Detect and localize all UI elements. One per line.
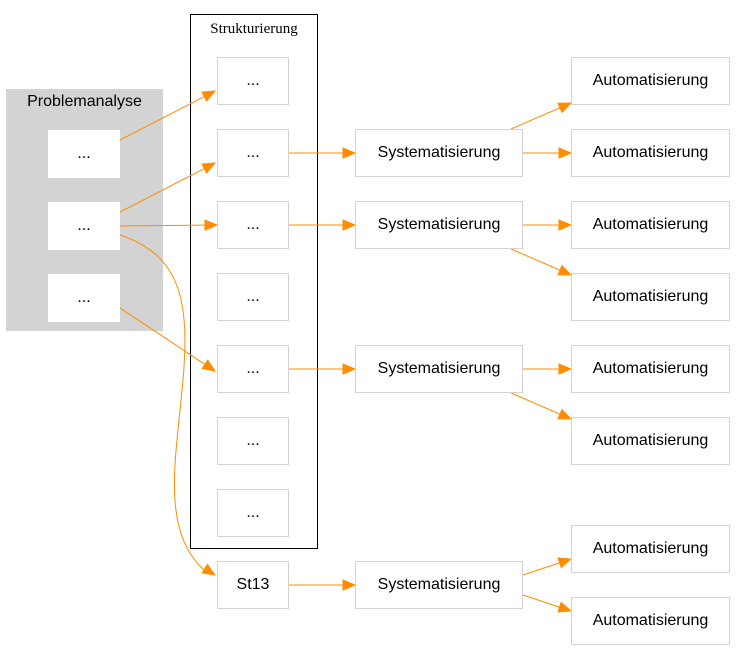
edge-y2-a4-arrowhead	[557, 264, 573, 276]
node-structure-2[interactable]: ...	[217, 129, 289, 177]
node-structure-4[interactable]: ...	[217, 273, 289, 321]
edge-y2-a3-arrowhead	[558, 219, 573, 231]
edge-y2-a4	[510, 248, 562, 272]
edge-y3-a6-arrowhead	[557, 408, 573, 420]
node-problem-2[interactable]: ...	[48, 202, 120, 250]
edge-y1-a1-arrowhead	[557, 102, 573, 114]
edge-p2-s2-arrowhead	[201, 162, 217, 174]
node-structure-7[interactable]: ...	[217, 489, 289, 537]
node-automatisierung-4[interactable]: Automatisierung	[571, 273, 730, 321]
edge-p2-s3	[119, 224, 207, 227]
cluster-label-strukturierung: Strukturierung	[210, 21, 298, 37]
edge-p1-s1	[119, 95, 206, 141]
edge-y4-a7	[522, 562, 561, 576]
edge-p3-s5	[119, 307, 207, 366]
node-automatisierung-3[interactable]: Automatisierung	[571, 201, 730, 249]
node-structure-5[interactable]: ...	[217, 345, 289, 393]
edge-y1-a1	[510, 106, 562, 130]
edge-p2-st13-arrowhead	[201, 563, 217, 576]
cluster-strukturierung: Strukturierung	[190, 14, 318, 549]
edge-p2-st13	[119, 234, 206, 572]
node-problem-1[interactable]: ...	[48, 130, 120, 178]
edge-p2-s3-arrowhead	[204, 219, 219, 231]
edge-y3-a6	[510, 392, 562, 416]
node-structure-6[interactable]: ...	[217, 417, 289, 465]
node-systematisierung-4[interactable]: Systematisierung	[355, 561, 523, 609]
node-structure-1[interactable]: ...	[217, 57, 289, 105]
node-problem-3[interactable]: ...	[48, 274, 120, 322]
node-systematisierung-3[interactable]: Systematisierung	[355, 345, 523, 393]
edge-p3-s5-arrowhead	[201, 359, 217, 372]
edge-y4-a7-arrowhead	[557, 557, 573, 569]
node-st13[interactable]: St13	[217, 561, 289, 609]
node-automatisierung-6[interactable]: Automatisierung	[571, 417, 730, 465]
node-automatisierung-7[interactable]: Automatisierung	[571, 525, 730, 573]
node-systematisierung-2[interactable]: Systematisierung	[355, 201, 523, 249]
edge-s3-y2-arrowhead	[342, 219, 357, 231]
edge-p1-s1-arrowhead	[201, 90, 217, 102]
edge-y4-a8	[522, 594, 561, 608]
node-automatisierung-1[interactable]: Automatisierung	[571, 57, 730, 105]
edge-s5-y3-arrowhead	[342, 363, 357, 375]
edge-st13-y4-arrowhead	[342, 579, 357, 591]
node-automatisierung-8[interactable]: Automatisierung	[571, 597, 730, 645]
edge-y1-a2-arrowhead	[558, 147, 573, 159]
node-automatisierung-2[interactable]: Automatisierung	[571, 129, 730, 177]
node-systematisierung-1[interactable]: Systematisierung	[355, 129, 523, 177]
edge-p2-s2	[119, 167, 206, 213]
node-structure-3[interactable]: ...	[217, 201, 289, 249]
edge-s2-y1-arrowhead	[342, 147, 357, 159]
edge-y4-a8-arrowhead	[557, 601, 573, 613]
edge-y3-a5-arrowhead	[558, 363, 573, 375]
node-automatisierung-5[interactable]: Automatisierung	[571, 345, 730, 393]
cluster-label-problemanalyse: Problemanalyse	[27, 93, 142, 110]
